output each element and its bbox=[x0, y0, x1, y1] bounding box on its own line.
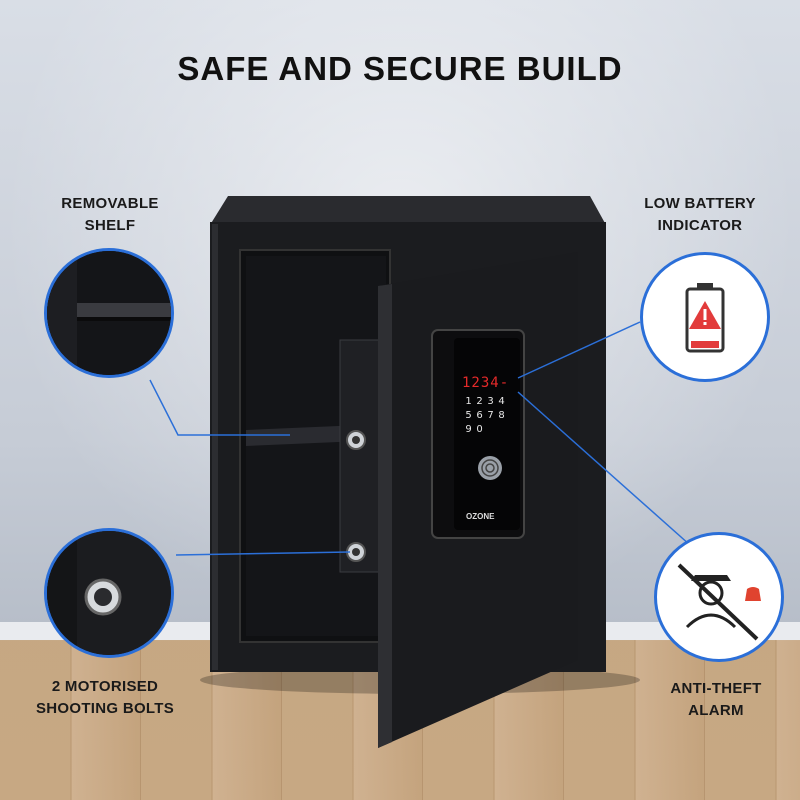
label-anti-theft: ANTI-THEFT ALARM bbox=[670, 680, 762, 719]
anti-theft-alarm-icon bbox=[677, 563, 761, 641]
key[interactable]: 7 bbox=[487, 410, 494, 421]
key[interactable]: 5 bbox=[465, 410, 472, 421]
bolts-zoom-image bbox=[47, 531, 171, 655]
shelf-zoom-image bbox=[47, 251, 171, 375]
key[interactable]: 1 bbox=[465, 396, 472, 407]
brand-logo: OZONE bbox=[466, 512, 495, 521]
lock-display: 1234- bbox=[462, 375, 510, 391]
low-battery-warning-icon bbox=[685, 283, 725, 353]
label-removable-shelf: REMOVABLE SHELF bbox=[61, 195, 159, 234]
key[interactable]: 4 bbox=[498, 396, 505, 407]
bolts-zoom-circle bbox=[44, 528, 174, 658]
low-battery-circle bbox=[640, 252, 770, 382]
key[interactable]: 8 bbox=[498, 410, 505, 421]
key[interactable]: 2 bbox=[476, 396, 483, 407]
key[interactable]: 3 bbox=[487, 396, 494, 407]
key[interactable]: 9 bbox=[465, 424, 472, 435]
page-title: SAFE AND SECURE BUILD bbox=[177, 50, 623, 87]
label-shooting-bolts: 2 MOTORISED SHOOTING BOLTS bbox=[35, 678, 175, 717]
key[interactable]: 6 bbox=[476, 410, 483, 421]
key[interactable]: 0 bbox=[476, 424, 483, 435]
anti-theft-circle bbox=[654, 532, 784, 662]
shelf-zoom-circle bbox=[44, 248, 174, 378]
label-low-battery: LOW BATTERY INDICATOR bbox=[644, 195, 756, 234]
